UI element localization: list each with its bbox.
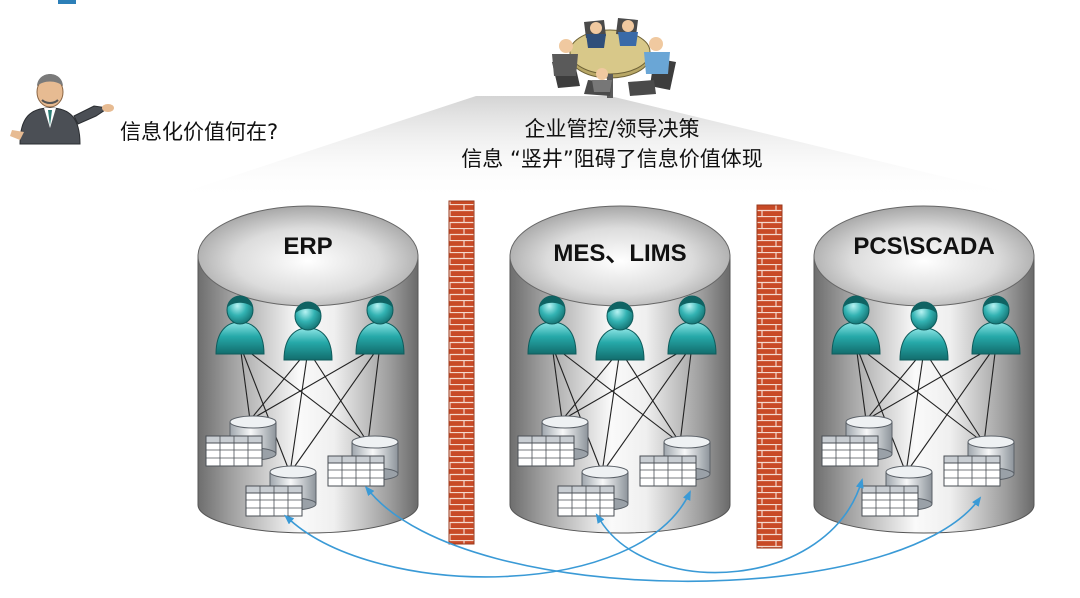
flow-arrow-mes-scada [595,478,864,574]
headline-line-2: 信息 “竖井”阻碍了信息价值体现 [461,147,763,171]
corner-accent [58,0,76,4]
presenter-icon [10,74,114,145]
system-label-pcs-scada: PCS\SCADA [853,233,995,260]
erp-internals [205,295,405,517]
flow-arrow-erp-scada [364,485,982,583]
headline-line-1: 企业管控/领导决策 [524,117,700,141]
system-label-mes-lims: MES、LIMS [553,240,687,267]
question-text: 信息化价值何在? [120,120,279,144]
mes-lims-internals [517,295,717,517]
system-label-erp: ERP [283,233,333,260]
user-db-links [239,344,381,474]
data-flow-arrows [284,478,982,583]
user-db-links [551,344,693,474]
light-beam [160,96,1040,200]
user-db-links [855,344,997,474]
brick-wall-icon [756,204,783,549]
pcs-scada-internals [821,295,1021,517]
brick-wall-icon [448,200,475,545]
meeting-table-icon [552,18,676,98]
flow-arrow-erp-mes [284,490,691,578]
